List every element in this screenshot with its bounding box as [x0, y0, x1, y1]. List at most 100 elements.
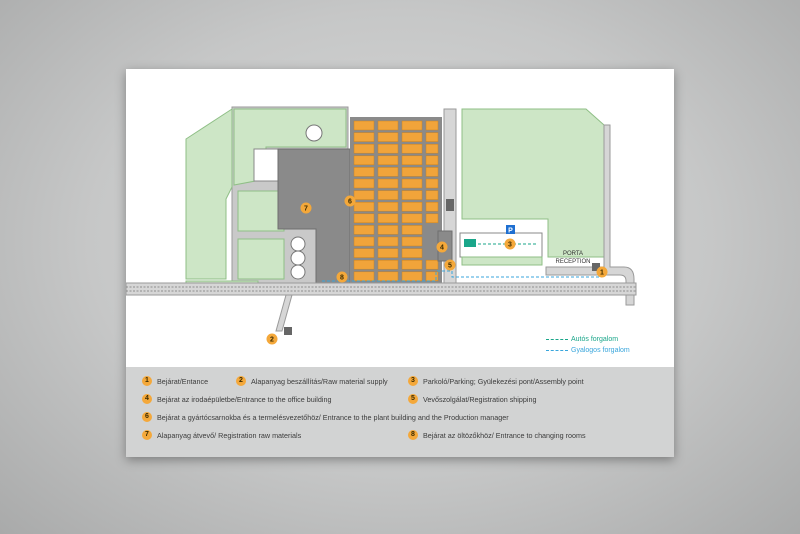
rack	[425, 213, 439, 224]
rack	[353, 236, 375, 247]
svg-text:2: 2	[270, 337, 274, 344]
silo	[305, 124, 323, 142]
rack	[401, 167, 423, 177]
svg-text:8: 8	[340, 275, 344, 282]
rack	[425, 167, 439, 177]
green-area-west-mid	[237, 190, 285, 232]
rack	[353, 190, 375, 200]
pedestrian-route	[322, 270, 602, 282]
rack	[401, 190, 423, 200]
marker-7: 7	[300, 202, 312, 214]
parking-lot	[459, 232, 543, 258]
rack	[377, 236, 399, 247]
parking-strip	[461, 256, 543, 266]
rack	[425, 190, 439, 200]
rack-hall	[350, 117, 442, 285]
rack	[377, 213, 399, 224]
gate-post	[446, 199, 454, 211]
rack	[353, 248, 375, 258]
rack	[401, 236, 423, 247]
green-area-west-low	[237, 238, 285, 280]
storage-block	[253, 148, 279, 182]
assembly-point-icon	[464, 239, 476, 247]
parking-sign	[506, 225, 515, 234]
green-area-west	[185, 108, 233, 280]
rack	[377, 190, 399, 200]
rack	[425, 178, 439, 189]
rack	[425, 120, 439, 131]
marker-5: 5	[444, 259, 456, 271]
traffic-key-vehicle: Autós forgalom	[546, 336, 618, 343]
rack	[401, 201, 423, 212]
supply-gate	[284, 327, 292, 335]
svg-text:4: 4	[440, 245, 444, 252]
rack	[425, 155, 439, 166]
reception-hut	[592, 263, 600, 271]
rack	[377, 167, 399, 177]
rack	[353, 213, 375, 224]
railway-track	[126, 282, 637, 296]
rack	[425, 259, 439, 270]
traffic-key-pedestrian-label: Gyalogos forgalom	[571, 347, 630, 354]
rack	[401, 225, 423, 235]
rack	[401, 155, 423, 166]
rack	[377, 259, 399, 270]
rack	[353, 155, 375, 166]
rack	[377, 120, 399, 131]
rack	[377, 143, 399, 154]
rack	[401, 248, 423, 258]
rack	[353, 178, 375, 189]
site-map: P PORTA RECEPTION 1 2 3 4 5 6 7 8	[126, 106, 637, 345]
rack	[401, 213, 423, 224]
reception-label-porta: PORTA	[563, 251, 583, 257]
silo	[290, 250, 306, 266]
rack	[401, 132, 423, 142]
rack	[377, 201, 399, 212]
parking-sign-label: P	[508, 228, 513, 235]
svg-text:5: 5	[448, 263, 452, 270]
rack	[377, 155, 399, 166]
rack	[377, 132, 399, 142]
silo	[290, 236, 306, 252]
marker-1: 1	[596, 266, 608, 278]
warehouse-racks	[350, 117, 442, 285]
rack	[377, 225, 399, 235]
marker-2: 2	[266, 333, 278, 345]
rack	[401, 120, 423, 131]
rack	[353, 120, 375, 131]
svg-text:3: 3	[508, 242, 512, 249]
traffic-key-pedestrian: Gyalogos forgalom	[546, 347, 630, 354]
silo	[290, 264, 306, 280]
rack	[425, 201, 439, 212]
supply-road	[275, 294, 293, 332]
rack	[353, 225, 375, 235]
rack	[353, 132, 375, 142]
rack	[425, 143, 439, 154]
rack	[377, 248, 399, 258]
rack	[401, 178, 423, 189]
rack	[353, 259, 375, 270]
rack	[401, 271, 423, 282]
rack	[353, 201, 375, 212]
svg-text:7: 7	[304, 206, 308, 213]
green-area-east	[461, 108, 605, 258]
rack	[353, 167, 375, 177]
rack	[401, 259, 423, 270]
marker-8: 8	[336, 271, 348, 283]
rack	[401, 143, 423, 154]
rack	[353, 271, 375, 282]
road-east	[545, 124, 635, 306]
svg-text:1: 1	[600, 270, 604, 277]
rack	[377, 178, 399, 189]
svg-text:6: 6	[348, 199, 352, 206]
rack	[377, 271, 399, 282]
